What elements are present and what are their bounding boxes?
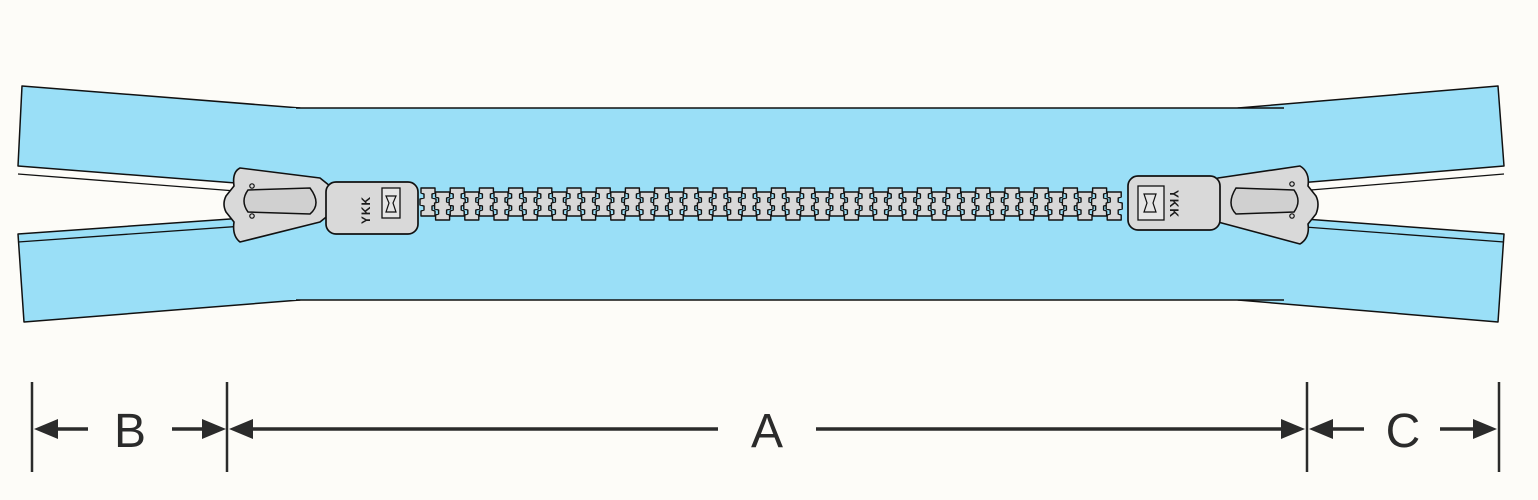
left-slider-pull-tab [243,187,317,215]
zipper-tooth [857,187,875,217]
right-slider: YKK [1127,165,1319,245]
zipper-tooth [652,187,671,217]
zipper-tooth [1003,187,1021,217]
zipper-tooth [506,187,525,217]
left-slider-rivet-bottom [249,213,255,219]
zipper-tooth [711,187,729,217]
arrow-right-icon [1473,419,1497,439]
left-slider-slot [385,195,397,213]
arrow-left-icon [1309,419,1333,439]
zipper-tooth [682,187,700,217]
zipper-tooth [1076,191,1094,221]
right-slider-pull-tab [1230,187,1299,215]
arrow-left-icon [229,419,253,439]
zipper-tooth [477,187,496,217]
zipper-tooth [813,191,831,221]
dimension-label-a: A [751,405,783,458]
zipper-tooth [974,187,992,217]
arrow-right-icon [202,419,226,439]
zipper-tooth [842,191,861,221]
zipper-teeth-chain [419,187,1123,221]
zipper-slider-icon [381,187,401,219]
zipper-tooth [623,187,642,217]
zipper-tooth [871,191,890,221]
dimension-label-c: C [1386,405,1421,458]
zipper-tooth [433,191,452,221]
zipper-tooth [915,187,934,217]
zipper-tooth [740,187,758,217]
zipper-tooth [959,191,977,221]
zipper-tooth [463,191,481,221]
zipper-tooth [594,187,612,217]
zipper-tooth [565,187,583,217]
zipper-tooth [1105,191,1123,221]
left-slider: YKK [223,167,419,243]
dimension-lines [30,382,1501,472]
zipper-tooth [886,187,904,217]
zipper-tooth [1047,191,1065,221]
zipper-tooth [988,191,1007,221]
right-slider-brand: YKK [1167,190,1181,218]
right-slider-slot-frame [1137,185,1165,221]
zipper-tooth [901,191,919,221]
zipper-tooth [667,191,685,221]
zipper-tooth [944,187,963,217]
zipper-tooth [521,191,539,221]
zipper-tooth [755,191,773,221]
zipper-tooth [550,191,569,221]
right-slider-rivet-bottom [1289,213,1295,219]
zipper-tooth [448,187,466,217]
zipper-tooth [1061,187,1080,217]
right-slider-rivet-top [1289,181,1295,187]
zipper-tooth [930,191,948,221]
dimension-label-b: B [114,405,146,458]
zipper-tooth [492,191,510,221]
zipper-tooth [536,187,554,217]
zipper-tooth [579,191,598,221]
zipper-tooth [725,191,744,221]
arrow-left-icon [34,419,58,439]
left-slider-brand: YKK [359,196,373,224]
zipper-tooth [1017,191,1036,221]
arrow-right-icon [1281,419,1305,439]
zipper-tooth [638,191,656,221]
zipper-tooth [419,187,437,217]
left-slider-rivet-top [249,183,255,189]
zipper-tooth [769,187,788,217]
zipper-tooth [696,191,715,221]
zipper-tooth [784,191,802,221]
zipper-tooth [798,187,817,217]
zipper-tooth [828,187,846,217]
zipper-tooth [1032,187,1050,217]
zipper-tooth [1090,187,1109,217]
zipper-tooth [609,191,627,221]
right-slider-slot [1143,193,1157,213]
